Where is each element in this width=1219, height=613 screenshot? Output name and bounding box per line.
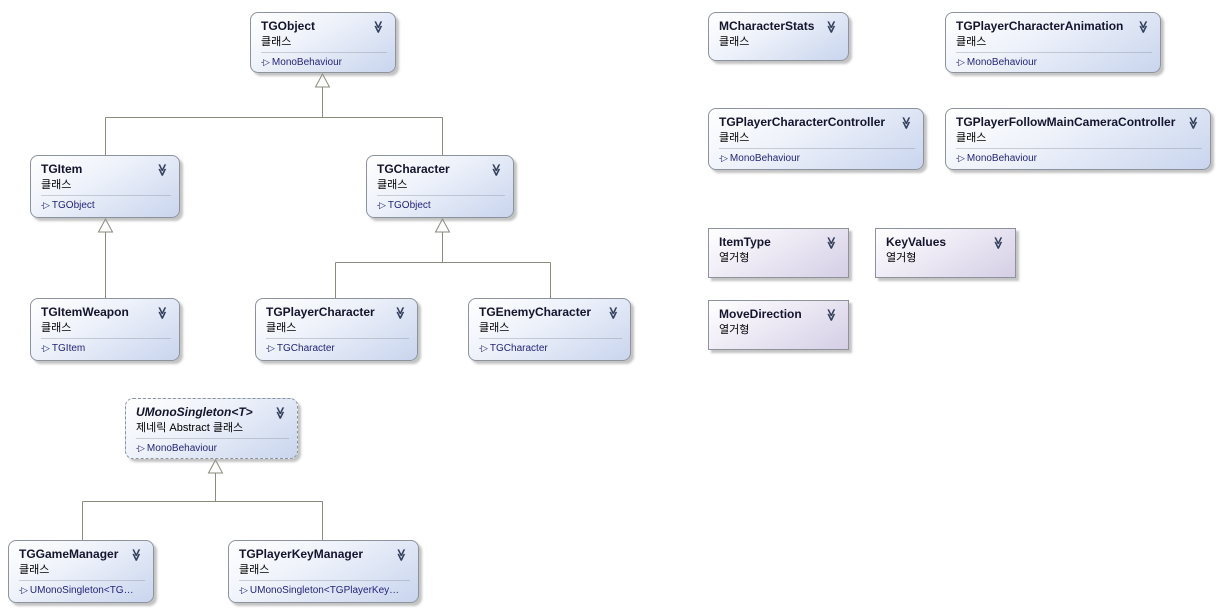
base-type-label: MonoBehaviour	[966, 153, 1037, 164]
chevron-collapse-icon[interactable]: ≫	[273, 406, 288, 420]
inheritance-arrow-icon: -▷	[719, 153, 728, 163]
chevron-collapse-icon[interactable]: ≫	[991, 236, 1006, 250]
node-title: TGItemWeapon	[41, 305, 129, 319]
base-type-label: MonoBehaviour	[271, 57, 342, 68]
chevron-collapse-icon[interactable]: ≫	[824, 20, 839, 34]
chevron-collapse-icon[interactable]: ≫	[394, 548, 409, 562]
node-title: TGCharacter	[377, 162, 450, 176]
node-title: MoveDirection	[719, 307, 802, 321]
enum-node-movedirection[interactable]: MoveDirection ≫ 열거형	[708, 300, 849, 350]
class-node-tgcharacter[interactable]: TGCharacter ≫ 클래스 -▷ TGObject	[366, 155, 514, 218]
base-type-label: UMonoSingleton<TG…	[29, 585, 134, 596]
chevron-collapse-icon[interactable]: ≫	[371, 20, 386, 34]
node-kind-label: 클래스	[41, 322, 72, 334]
node-kind-label: 클래스	[719, 132, 750, 144]
node-kind-label: 클래스	[956, 132, 987, 144]
node-title: TGPlayerKeyManager	[239, 547, 364, 561]
chevron-collapse-icon[interactable]: ≫	[393, 306, 408, 320]
base-type-label: TGObject	[51, 200, 95, 211]
node-kind-label: 클래스	[719, 36, 750, 48]
base-type-label: UMonoSingleton<TGPlayerKey…	[249, 585, 400, 596]
class-node-mcharacterstats[interactable]: MCharacterStats ≫ 클래스	[708, 12, 849, 61]
class-node-tgplayerkeymanager[interactable]: TGPlayerKeyManager ≫ 클래스 -▷ UMonoSinglet…	[228, 540, 419, 603]
inheritance-arrow-icon: -▷	[19, 585, 28, 595]
node-title: TGEnemyCharacter	[479, 305, 592, 319]
inheritance-connector-tgitemweapon[interactable]	[97, 217, 114, 298]
chevron-collapse-icon[interactable]: ≫	[824, 308, 839, 322]
node-title: ItemType	[719, 235, 771, 249]
chevron-collapse-icon[interactable]: ≫	[1136, 20, 1151, 34]
class-node-umonosingleton[interactable]: UMonoSingleton<T> ≫ 제네릭 Abstract 클래스 -▷ …	[125, 398, 298, 459]
inheritance-connector-tgobject-children[interactable]	[105, 72, 443, 155]
node-title: TGPlayerCharacterController	[719, 115, 886, 129]
node-kind-label: 클래스	[239, 564, 270, 576]
node-kind-label: 클래스	[956, 36, 987, 48]
chevron-collapse-icon[interactable]: ≫	[824, 236, 839, 250]
node-kind-label: 클래스	[266, 322, 297, 334]
class-node-tgenemycharacter[interactable]: TGEnemyCharacter ≫ 클래스 -▷ TGCharacter	[468, 298, 631, 361]
node-kind-label: 제네릭 Abstract 클래스	[136, 422, 244, 434]
chevron-collapse-icon[interactable]: ≫	[129, 548, 144, 562]
base-type-label: TGItem	[51, 343, 86, 354]
base-type-label: TGCharacter	[489, 343, 548, 354]
node-kind-label: 열거형	[719, 324, 750, 336]
inheritance-arrow-icon: -▷	[956, 153, 965, 163]
chevron-collapse-icon[interactable]: ≫	[155, 163, 170, 177]
inheritance-arrow-icon: -▷	[261, 57, 270, 67]
node-kind-label: 클래스	[261, 36, 292, 48]
inheritance-arrow-icon: -▷	[41, 343, 50, 353]
node-kind-label: 클래스	[41, 179, 72, 191]
node-title: TGObject	[261, 19, 316, 33]
node-kind-label: 클래스	[377, 179, 408, 191]
inheritance-arrow-icon: -▷	[479, 343, 488, 353]
node-title: TGItem	[41, 162, 83, 176]
class-node-tgplayercharacter[interactable]: TGPlayerCharacter ≫ 클래스 -▷ TGCharacter	[255, 298, 418, 361]
class-node-tggamemanager[interactable]: TGGameManager ≫ 클래스 -▷ UMonoSingleton<TG…	[8, 540, 154, 603]
enum-node-keyvalues[interactable]: KeyValues ≫ 열거형	[875, 228, 1016, 278]
base-type-label: TGCharacter	[276, 343, 335, 354]
class-node-tgplayerfollowmaincameracontroller[interactable]: TGPlayerFollowMainCameraController ≫ 클래스…	[945, 108, 1211, 170]
node-title: TGPlayerCharacter	[266, 305, 375, 319]
base-type-label: MonoBehaviour	[966, 57, 1037, 68]
node-title: MCharacterStats	[719, 19, 815, 33]
inheritance-connector-tgcharacter-children[interactable]	[335, 217, 551, 298]
inheritance-arrow-icon: -▷	[956, 57, 965, 67]
node-kind-label: 클래스	[479, 322, 510, 334]
chevron-collapse-icon[interactable]: ≫	[155, 306, 170, 320]
node-title: TGPlayerCharacterAnimation	[956, 19, 1124, 33]
node-title: KeyValues	[886, 235, 947, 249]
base-type-label: TGObject	[387, 200, 431, 211]
node-kind-label: 열거형	[886, 252, 917, 264]
node-title: UMonoSingleton<T>	[136, 405, 253, 419]
chevron-collapse-icon[interactable]: ≫	[1186, 116, 1201, 130]
inheritance-arrow-icon: -▷	[239, 585, 248, 595]
base-type-label: MonoBehaviour	[146, 443, 217, 454]
class-node-tgobject[interactable]: TGObject ≫ 클래스 -▷ MonoBehaviour	[250, 12, 396, 73]
class-node-tgitem[interactable]: TGItem ≫ 클래스 -▷ TGObject	[30, 155, 180, 218]
inheritance-arrow-icon: -▷	[266, 343, 275, 353]
node-kind-label: 클래스	[19, 564, 50, 576]
enum-node-itemtype[interactable]: ItemType ≫ 열거형	[708, 228, 849, 278]
inheritance-connector-umonosingleton-children[interactable]	[82, 458, 323, 540]
chevron-collapse-icon[interactable]: ≫	[899, 116, 914, 130]
chevron-collapse-icon[interactable]: ≫	[606, 306, 621, 320]
base-type-label: MonoBehaviour	[729, 153, 800, 164]
class-node-tgitemweapon[interactable]: TGItemWeapon ≫ 클래스 -▷ TGItem	[30, 298, 180, 361]
node-title: TGGameManager	[19, 547, 119, 561]
class-node-tgplayercharacteranimation[interactable]: TGPlayerCharacterAnimation ≫ 클래스 -▷ Mono…	[945, 12, 1161, 73]
node-kind-label: 열거형	[719, 252, 750, 264]
inheritance-arrow-icon: -▷	[41, 200, 50, 210]
inheritance-arrow-icon: -▷	[136, 443, 145, 453]
node-title: TGPlayerFollowMainCameraController	[956, 115, 1176, 129]
class-node-tgplayercharactercontroller[interactable]: TGPlayerCharacterController ≫ 클래스 -▷ Mon…	[708, 108, 924, 170]
chevron-collapse-icon[interactable]: ≫	[489, 163, 504, 177]
inheritance-arrow-icon: -▷	[377, 200, 386, 210]
